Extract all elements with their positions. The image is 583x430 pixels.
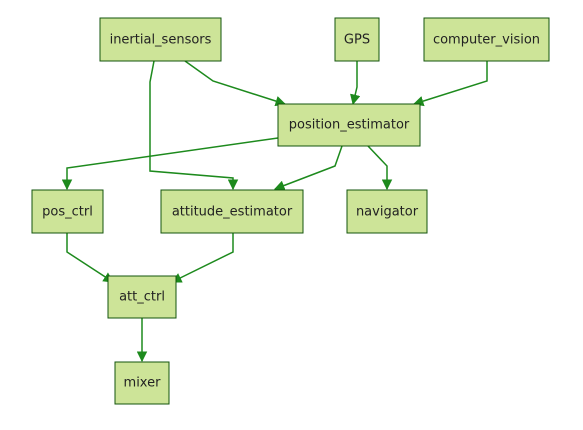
- node-att-ctrl[interactable]: att_ctrl: [107, 275, 177, 319]
- node-label: GPS: [344, 33, 370, 48]
- edge-position-estimator-to-navigator: [367, 145, 393, 191]
- node-navigator[interactable]: navigator: [346, 189, 428, 234]
- edge-inertial-sensors-to-position-estimator: [184, 60, 287, 107]
- edge-attitude-estimator-to-att-ctrl: [171, 233, 234, 283]
- node-label: pos_ctrl: [42, 205, 93, 220]
- node-label: att_ctrl: [119, 290, 165, 305]
- edge-gps-to-position-estimator: [350, 61, 361, 106]
- node-computer-vision[interactable]: computer_vision: [423, 17, 550, 62]
- edges: [61, 60, 488, 363]
- node-mixer[interactable]: mixer: [114, 361, 170, 405]
- edge-pos-ctrl-to-att-ctrl: [66, 233, 114, 283]
- node-position-estimator[interactable]: position_estimator: [277, 103, 421, 147]
- node-inertial-sensors[interactable]: inertial_sensors: [99, 17, 222, 62]
- node-label: attitude_estimator: [172, 205, 293, 220]
- edge-computer-vision-to-position-estimator: [412, 61, 488, 107]
- node-attitude-estimator[interactable]: attitude_estimator: [160, 189, 304, 234]
- node-label: inertial_sensors: [110, 33, 212, 48]
- node-label: mixer: [124, 376, 162, 391]
- edge-position-estimator-to-pos-ctrl: [61, 137, 279, 191]
- node-label: navigator: [356, 205, 419, 220]
- node-gps[interactable]: GPS: [334, 17, 380, 62]
- edge-position-estimator-to-attitude-estimator: [274, 145, 343, 191]
- node-label: computer_vision: [433, 33, 540, 48]
- edge-inertial-sensors-to-attitude-estimator: [149, 60, 239, 191]
- node-label: position_estimator: [289, 118, 410, 133]
- node-pos-ctrl[interactable]: pos_ctrl: [31, 189, 104, 234]
